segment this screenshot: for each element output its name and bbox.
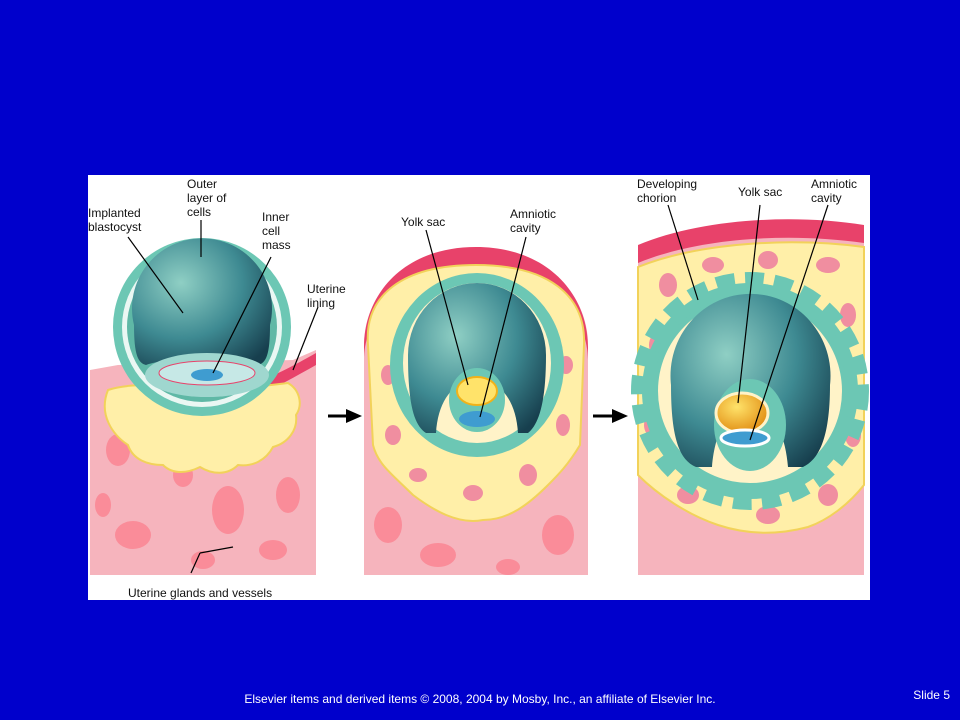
label-developing-chorion: Developing chorion — [637, 177, 698, 205]
label-amniotic-cavity-2: Amniotic cavity — [510, 207, 557, 235]
embryo-implantation-figure: Outer layer of cells Implanted blastocys… — [88, 175, 870, 600]
blastocyst-cavity-2 — [408, 283, 546, 433]
label-uterine-lining: Uterine lining — [307, 282, 346, 310]
yolk-sac-2 — [456, 376, 498, 406]
label-uterine-glands: Uterine glands and vessels — [128, 586, 273, 600]
uterine-lining-3 — [638, 219, 864, 263]
label-yolk-sac-2: Yolk sac — [401, 215, 446, 229]
slide-number: Slide 5 — [913, 688, 950, 702]
yolk-sac-3 — [716, 393, 768, 433]
panel-3 — [631, 219, 869, 575]
label-implanted-blastocyst: Implanted blastocyst — [88, 206, 142, 234]
arrow-1 — [328, 409, 362, 423]
blastocyst-cavity-1 — [132, 238, 272, 365]
label-yolk-sac-3: Yolk sac — [738, 185, 783, 199]
copyright-footer: Elsevier items and derived items © 2008,… — [244, 692, 716, 706]
label-amniotic-cavity-3: Amniotic cavity — [811, 177, 858, 205]
panel-2 — [364, 247, 588, 575]
panel-1 — [90, 238, 316, 575]
figure-illustration — [90, 204, 869, 575]
decidua-vessels-2 — [381, 356, 573, 501]
arrow-2 — [593, 409, 628, 423]
label-inner-cell-mass: Inner cell mass — [262, 210, 291, 252]
amniotic-cavity-3 — [719, 428, 771, 448]
leader-lines — [127, 204, 829, 574]
amniotic-cavity-2 — [459, 411, 495, 427]
label-outer-layer: Outer layer of cells — [187, 177, 227, 219]
